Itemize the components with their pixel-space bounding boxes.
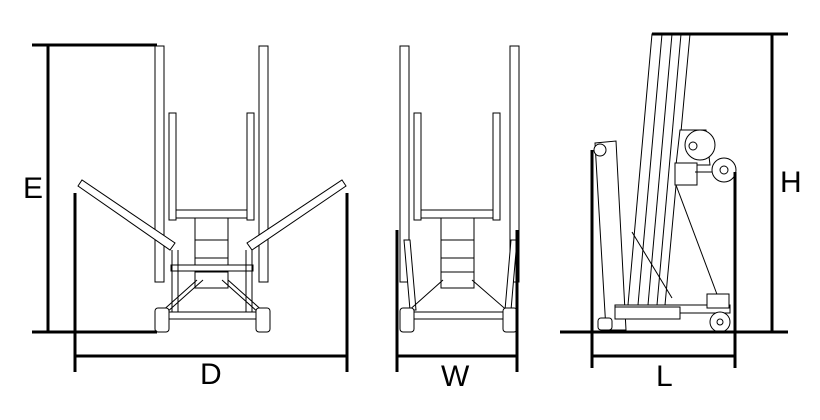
dimension-label-e: E [23, 172, 44, 205]
dimension-label-d: D [200, 358, 222, 391]
view-3-dimensions [560, 32, 788, 368]
view-3-machine [593, 33, 737, 333]
dimension-label-w: W [441, 360, 470, 393]
view-2-dimensions [395, 230, 519, 372]
dimension-label-h: H [780, 166, 802, 199]
dimension-label-l: L [656, 360, 673, 393]
view-2-machine [399, 45, 520, 333]
view-1-dimensions [32, 43, 349, 372]
view-1-machine [77, 45, 347, 333]
